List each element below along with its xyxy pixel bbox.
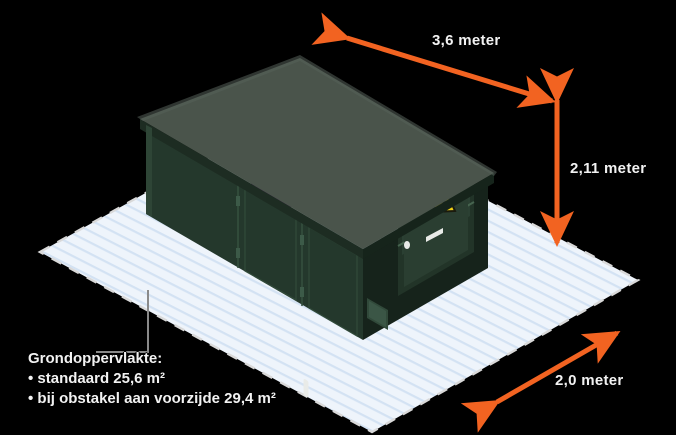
building-roof xyxy=(137,55,497,259)
depth-dimension-arrow xyxy=(460,330,621,433)
footprint-item-obstacle: • bij obstakel aan voorzijde 29,4 m² xyxy=(28,390,276,407)
footprint-heading: Grondoppervlakte: xyxy=(28,350,163,367)
door-handle-icon xyxy=(303,379,309,398)
substation-building xyxy=(137,55,497,398)
depth-dimension-label: 2,0 meter xyxy=(555,372,624,389)
building-left-corner xyxy=(146,125,152,217)
ventilation-grille-icon xyxy=(367,298,388,330)
footprint-leader-line xyxy=(96,290,149,353)
dimension-arrows xyxy=(311,12,621,433)
side-label-strip xyxy=(404,228,443,249)
footprint-annotation: Grondoppervlakte: • standaard 25,6 m² • … xyxy=(28,349,276,409)
width-dimension-arrow xyxy=(311,12,556,108)
footprint-item-standard: • standaard 25,6 m² xyxy=(28,370,165,387)
width-dimension-label: 3,6 meter xyxy=(432,32,501,49)
height-dimension-label: 2,11 meter xyxy=(570,160,647,177)
door-hinges xyxy=(236,196,304,297)
